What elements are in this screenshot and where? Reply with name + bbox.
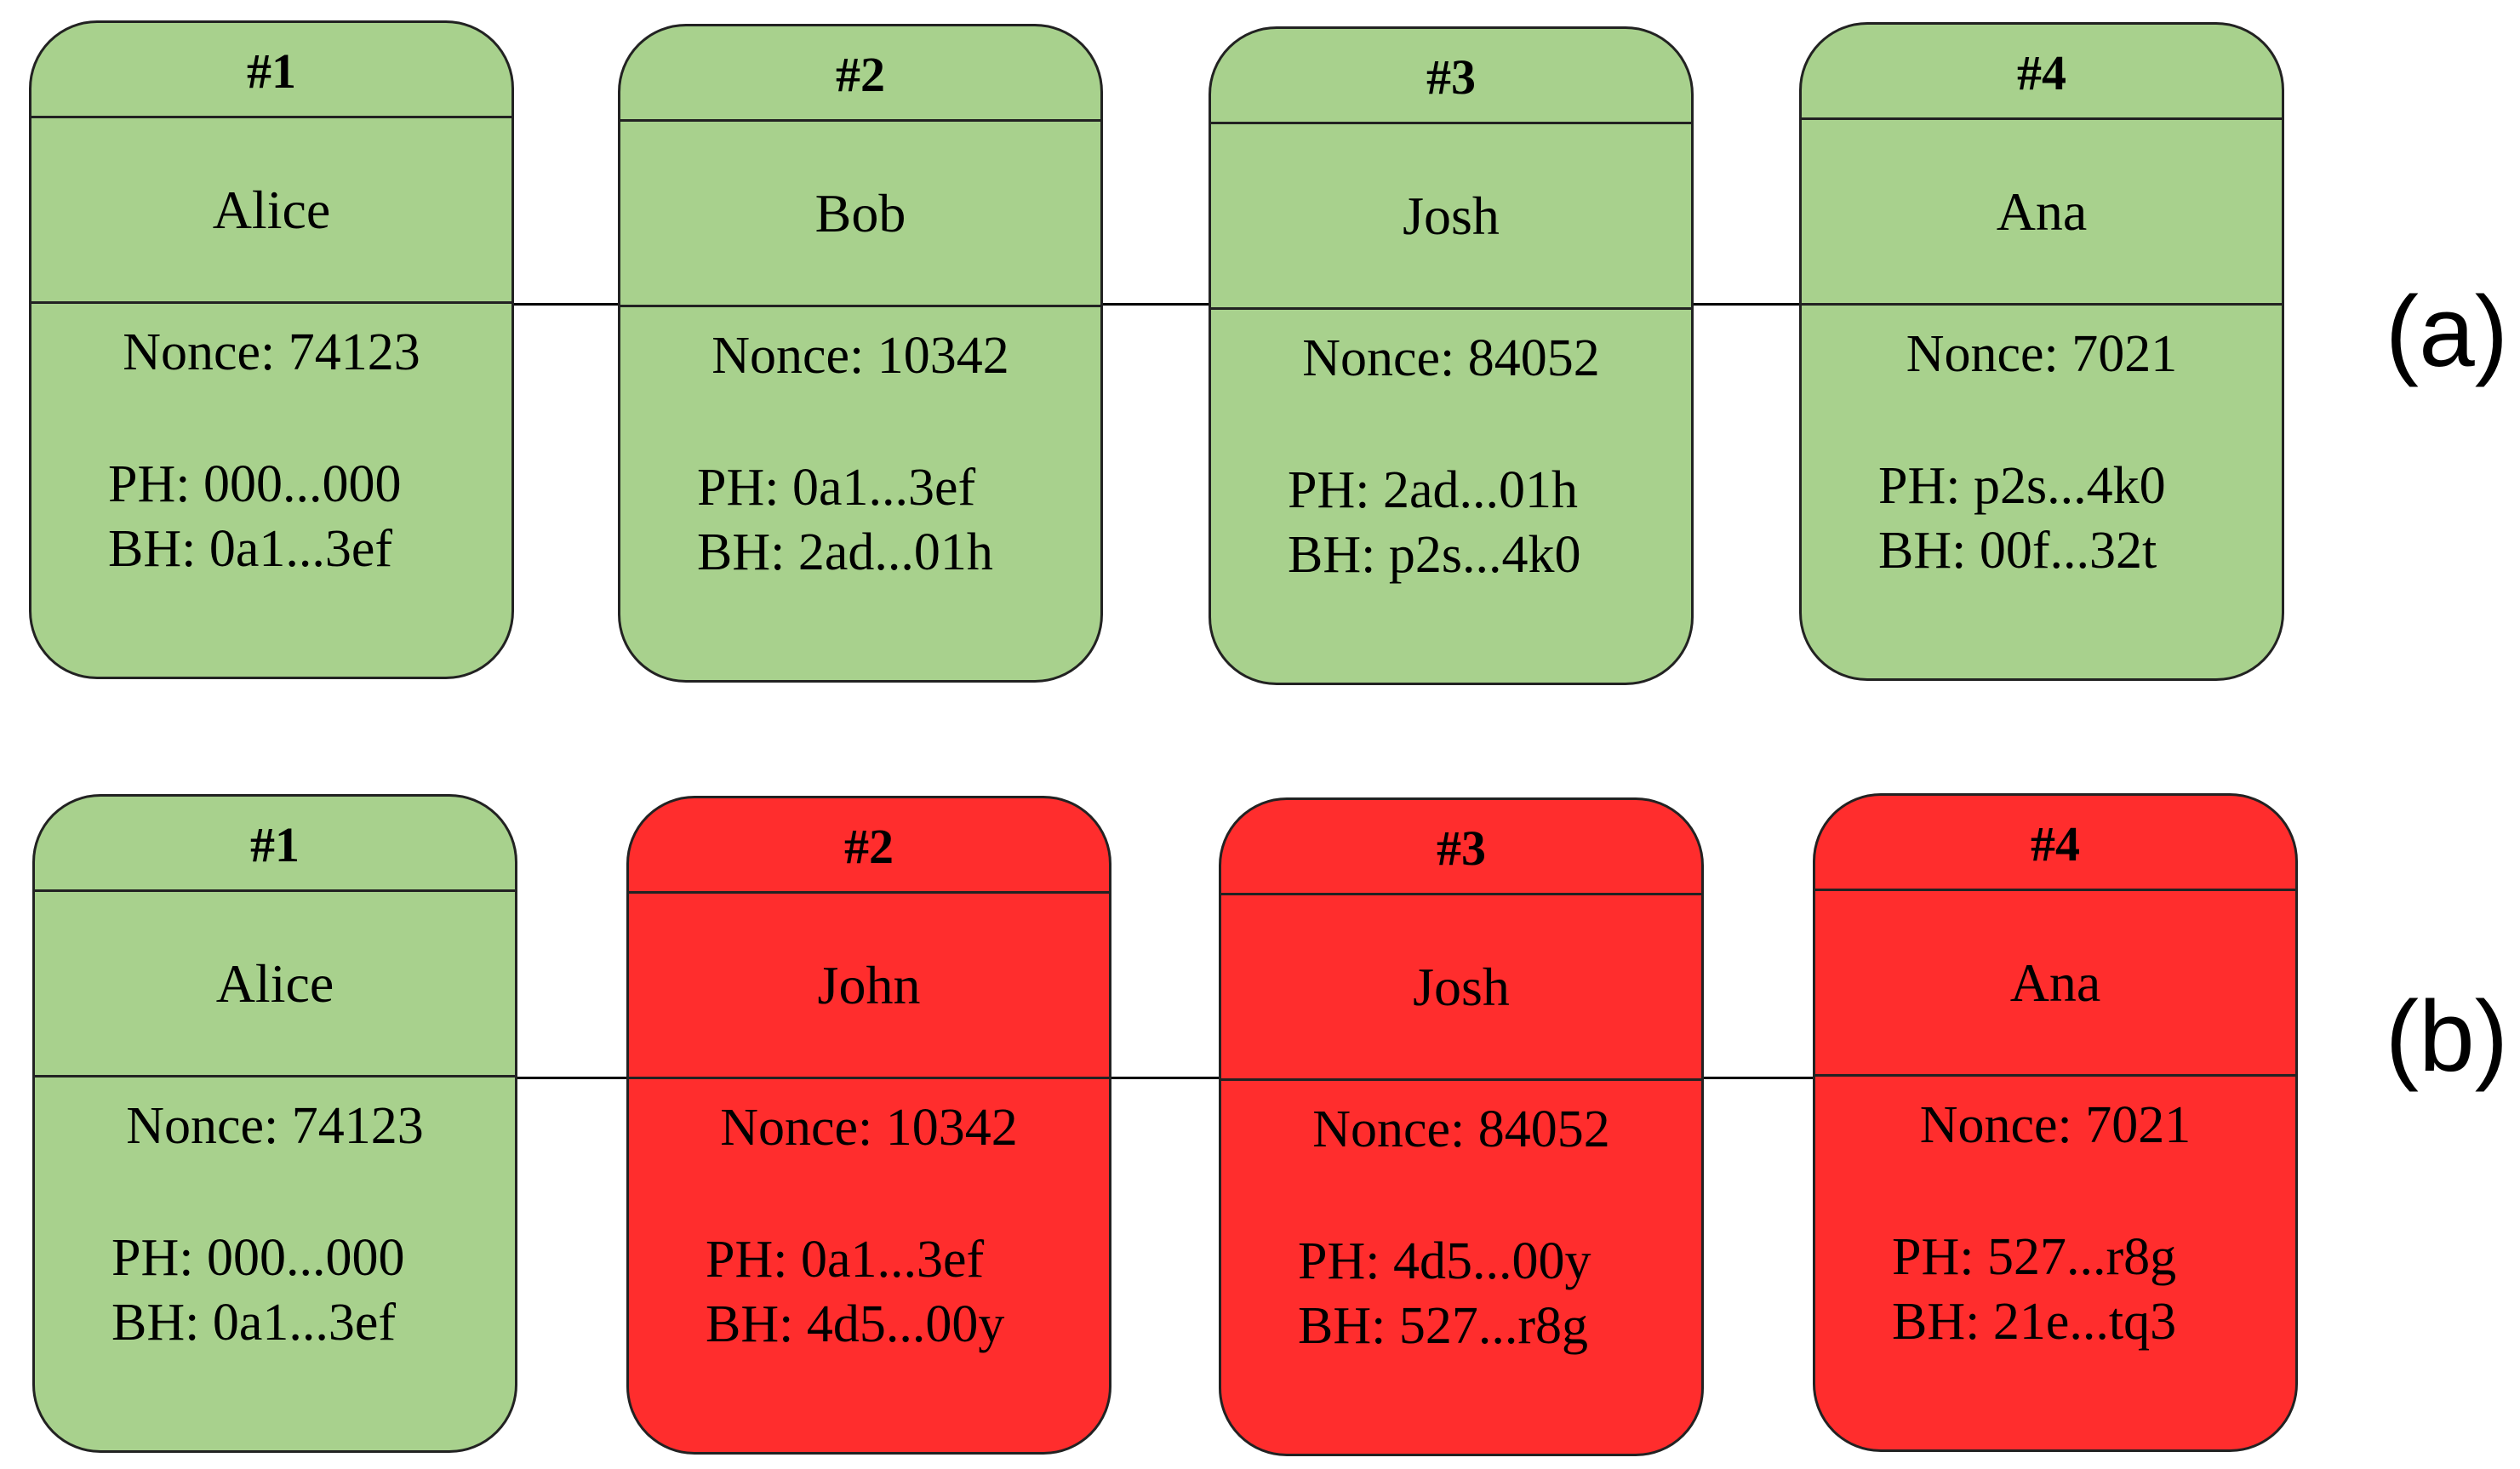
- panel-label-b: (b): [2385, 980, 2508, 1093]
- previous-hash: PH: p2s...4k0: [1878, 457, 2166, 515]
- block-a-4: #4 Ana Nonce: 7021 PH: p2s...4k0 BH: 00f…: [1799, 22, 2284, 681]
- block-nonce: Nonce: 7021: [1919, 1096, 2191, 1154]
- panel-label-a: (a): [2385, 276, 2508, 388]
- block-b-3: #3 Josh Nonce: 84052 PH: 4d5...00y BH: 5…: [1219, 797, 1704, 1456]
- block-owner: Alice: [35, 892, 515, 1077]
- block-nonce: Nonce: 10342: [720, 1099, 1018, 1157]
- block-a-2: #2 Bob Nonce: 10342 PH: 0a1...3ef BH: 2a…: [618, 24, 1103, 683]
- block-owner: Josh: [1211, 124, 1691, 310]
- block-hash: BH: 2ad...01h: [697, 523, 993, 581]
- previous-hash: PH: 0a1...3ef: [697, 459, 976, 517]
- block-nonce: Nonce: 74123: [126, 1097, 424, 1155]
- block-hash: BH: 4d5...00y: [706, 1295, 1005, 1353]
- block-number: #3: [1221, 800, 1701, 895]
- block-owner: Ana: [1802, 120, 2282, 306]
- block-a-3: #3 Josh Nonce: 84052 PH: 2ad...01h BH: p…: [1209, 26, 1694, 685]
- block-number: #3: [1211, 29, 1691, 124]
- previous-hash: PH: 000...000: [108, 455, 402, 513]
- block-b-2: #2 John Nonce: 10342 PH: 0a1...3ef BH: 4…: [626, 796, 1111, 1455]
- block-number: #4: [1815, 796, 2295, 891]
- block-number: #1: [35, 797, 515, 892]
- previous-hash: PH: 4d5...00y: [1298, 1232, 1591, 1290]
- block-nonce: Nonce: 7021: [1906, 325, 2178, 383]
- block-owner: Ana: [1815, 891, 2295, 1077]
- previous-hash: PH: 527...r8g: [1892, 1228, 2177, 1286]
- chain-a: #1 Alice Nonce: 74123 PH: 000...000 BH: …: [0, 20, 2520, 685]
- block-owner: John: [629, 894, 1109, 1079]
- block-owner: Alice: [31, 118, 511, 304]
- chain-link-line: [477, 303, 1813, 306]
- previous-hash: PH: 2ad...01h: [1288, 461, 1578, 519]
- block-number: #4: [1802, 25, 2282, 120]
- block-b-4: #4 Ana Nonce: 7021 PH: 527...r8g BH: 21e…: [1813, 793, 2298, 1452]
- block-hash: BH: 0a1...3ef: [108, 519, 393, 578]
- block-hash: BH: 21e...tq3: [1892, 1292, 2177, 1351]
- block-number: #1: [31, 23, 511, 118]
- block-hash: BH: p2s...4k0: [1288, 525, 1581, 584]
- previous-hash: PH: 000...000: [111, 1229, 405, 1287]
- previous-hash: PH: 0a1...3ef: [706, 1231, 985, 1289]
- block-b-1: #1 Alice Nonce: 74123 PH: 000...000 BH: …: [32, 794, 517, 1453]
- block-nonce: Nonce: 84052: [1302, 329, 1600, 387]
- block-owner: Bob: [620, 122, 1100, 307]
- block-nonce: Nonce: 84052: [1312, 1100, 1610, 1158]
- block-nonce: Nonce: 74123: [123, 323, 420, 381]
- block-hash: BH: 527...r8g: [1298, 1296, 1588, 1355]
- block-owner: Josh: [1221, 895, 1701, 1081]
- block-nonce: Nonce: 10342: [711, 327, 1009, 385]
- block-a-1: #1 Alice Nonce: 74123 PH: 000...000 BH: …: [29, 20, 514, 679]
- chain-b: #1 Alice Nonce: 74123 PH: 000...000 BH: …: [0, 792, 2520, 1464]
- chain-link-line: [477, 1077, 1830, 1079]
- block-number: #2: [620, 26, 1100, 122]
- block-hash: BH: 00f...32t: [1878, 521, 2157, 580]
- block-hash: BH: 0a1...3ef: [111, 1293, 397, 1352]
- block-number: #2: [629, 798, 1109, 894]
